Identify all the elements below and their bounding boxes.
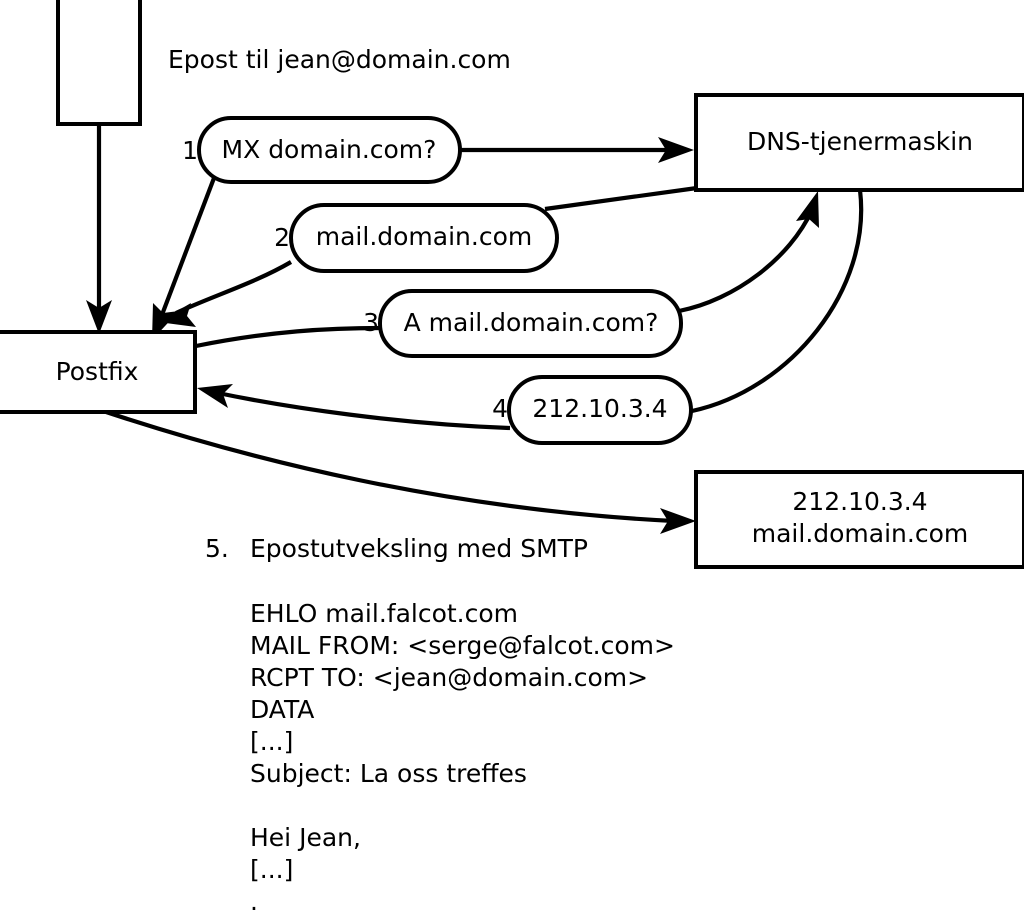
smtp-line-0: EHLO mail.falcot.com bbox=[250, 599, 518, 628]
connector-step2-to-postfix bbox=[158, 260, 293, 327]
smtp-line-3: DATA bbox=[250, 695, 314, 724]
connector-postfix-to-step3 bbox=[195, 325, 382, 349]
step-2-label: mail.domain.com bbox=[316, 222, 532, 251]
dns-server-box[interactable]: DNS-tjenermaskin bbox=[694, 93, 1024, 192]
connector-step4-to-postfix bbox=[197, 384, 511, 431]
step-2-bubble[interactable]: 2. mail.domain.com bbox=[274, 203, 559, 273]
smtp-line-2: RCPT TO: <jean@domain.com> bbox=[250, 663, 648, 692]
step-4-bubble[interactable]: 4. 212.10.3.4 bbox=[492, 375, 693, 445]
connector-step3-to-dns bbox=[678, 191, 819, 314]
smtp-line-4: [...] bbox=[250, 727, 293, 756]
connector-postfix-to-mailserver bbox=[99, 408, 696, 534]
dns-server-box-label: DNS-tjenermaskin bbox=[747, 127, 973, 156]
smtp-line-5: Subject: La oss treffes bbox=[250, 759, 527, 788]
step-3-label: A mail.domain.com? bbox=[404, 308, 659, 337]
smtp-line-8: [...] bbox=[250, 855, 293, 884]
connector-step1-to-dns bbox=[460, 137, 694, 163]
target-mailserver-hostname: mail.domain.com bbox=[752, 519, 968, 548]
connector-dns-to-step2 bbox=[544, 185, 698, 212]
connector-dns-to-step4 bbox=[691, 189, 864, 414]
step-5-number: 5. bbox=[205, 534, 229, 563]
client-machine-box[interactable] bbox=[56, 0, 142, 126]
email-target-note: Epost til jean@domain.com bbox=[168, 45, 511, 74]
step-1-label: MX domain.com? bbox=[222, 135, 437, 164]
smtp-line-7: Hei Jean, bbox=[250, 823, 361, 852]
step-5-label: Epostutveksling med SMTP bbox=[250, 534, 588, 563]
target-mailserver-ip: 212.10.3.4 bbox=[792, 487, 927, 516]
target-mailserver-box[interactable]: 212.10.3.4 mail.domain.com bbox=[694, 470, 1024, 569]
step-1-bubble[interactable]: 1. MX domain.com? bbox=[182, 116, 462, 184]
smtp-line-1: MAIL FROM: <serge@falcot.com> bbox=[250, 631, 675, 660]
postfix-box[interactable]: Postfix bbox=[0, 330, 197, 414]
connector-client-to-postfix bbox=[86, 124, 112, 334]
smtp-line-9: . bbox=[250, 887, 258, 916]
step-3-bubble[interactable]: 3. A mail.domain.com? bbox=[363, 289, 683, 358]
step-4-label: 212.10.3.4 bbox=[532, 394, 667, 423]
postfix-box-label: Postfix bbox=[56, 357, 139, 386]
